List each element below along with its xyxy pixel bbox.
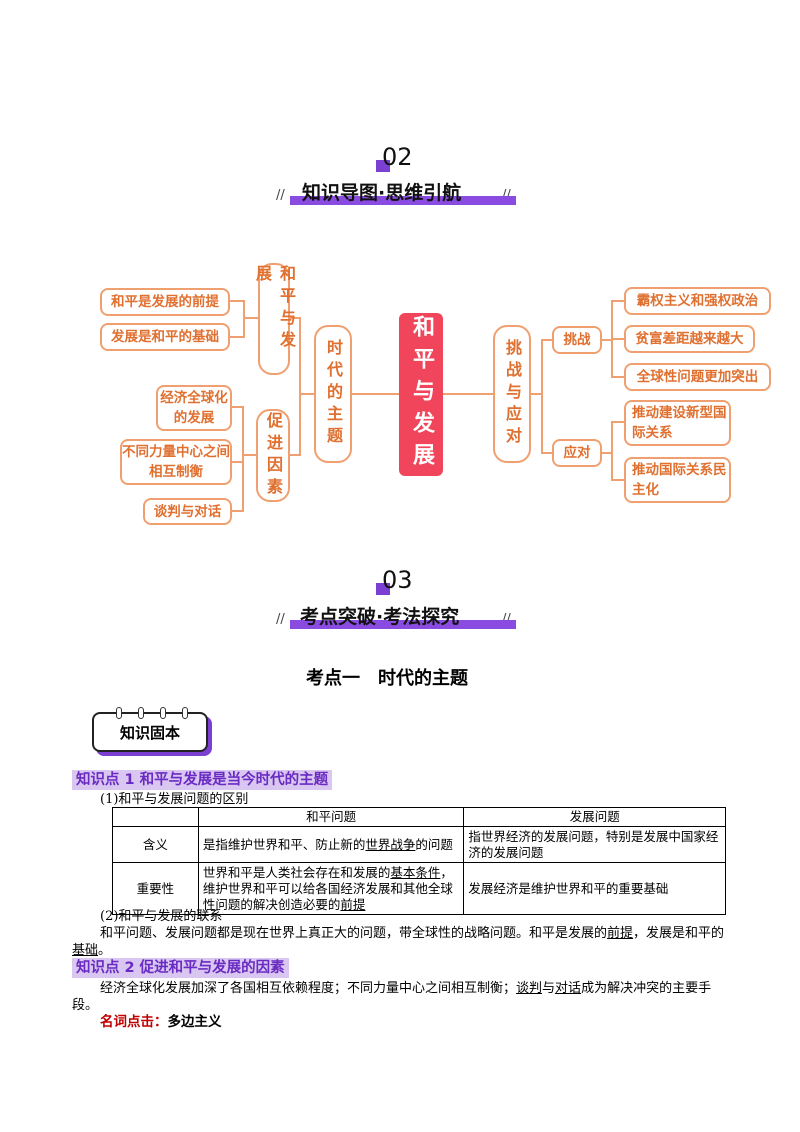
slash-decoration-right: // (502, 612, 511, 627)
topic-title: 考点一 时代的主题 (306, 668, 468, 689)
item-wealth-gap: 贫富差距越来越大 (624, 325, 755, 353)
subheading-connection: (2)和平与发展的联系 (100, 909, 223, 924)
section-title: 知识导图·思维引航 (302, 182, 462, 204)
table-header-row: 和平问题 发展问题 (112, 807, 726, 827)
title-underbar (290, 620, 516, 629)
title-underbar (290, 196, 516, 205)
table-cell: 是指维护世界和平、防止新的世界战争的问题 (197, 826, 465, 863)
mindmap-center: 和平与发展 (399, 313, 443, 476)
section-title: 考点突破·考法探究 (300, 606, 460, 628)
term-note-value: 多边主义 (167, 1014, 222, 1030)
subheading-difference: (1)和平与发展问题的区别 (100, 792, 249, 807)
knowledge-point-2-title: 知识点 2 促进和平与发展的因素 (72, 958, 289, 978)
item-globalization: 经济全球化的发展 (156, 385, 232, 431)
table-cell: 发展经济是维护世界和平的重要基础 (463, 862, 726, 915)
item-power-balance: 不同力量中心之间相互制衡 (120, 439, 232, 485)
connection-paragraph: 和平问题、发展问题都是现在世界上真正大的问题，带全球性的战略问题。和平是发展的前… (72, 926, 725, 958)
section-number: 03 (382, 566, 413, 594)
item-global-issues: 全球性问题更加突出 (624, 363, 771, 391)
knowledge-point-1-title: 知识点 1 和平与发展是当今时代的主题 (72, 770, 333, 790)
mindmap-connectors (230, 300, 624, 512)
item-democratization: 推动国际关系民主化 (624, 457, 731, 503)
section-number-marker (376, 583, 390, 595)
section-number: 02 (382, 143, 413, 171)
table-header (112, 807, 199, 827)
term-note-label: 名词点击： (100, 1014, 168, 1030)
factors-paragraph: 经济全球化发展加深了各国相互依赖程度；不同力量中心之间相互制衡；谈判与对话成为解… (72, 981, 712, 1013)
slash-decoration-left: // (276, 612, 285, 627)
binder-ring (160, 707, 166, 719)
slash-decoration-left: // (276, 188, 285, 203)
branch-challenge: 挑战 (552, 326, 602, 354)
branch-response: 应对 (552, 439, 602, 467)
binder-ring (138, 707, 144, 719)
item-peace-premise: 和平是发展的前提 (100, 288, 230, 316)
slash-decoration-right: // (502, 188, 511, 203)
branch-era-theme: 时代的主题 (314, 325, 352, 463)
table-header: 和平问题 (197, 807, 465, 827)
term-note: 名词点击：多边主义 (100, 1014, 222, 1031)
knowledge-badge: 知识固本 (92, 707, 208, 752)
item-new-relations: 推动建设新型国际关系 (624, 400, 731, 446)
table-row: 含义 是指维护世界和平、防止新的世界战争的问题 指世界经济的发展问题，特别是发展… (112, 826, 726, 863)
item-hegemonism: 霸权主义和强权政治 (624, 287, 771, 315)
table-cell: 世界和平是人类社会存在和发展的基本条件，维护世界和平可以给各国经济发展和其他全球… (197, 862, 465, 915)
item-negotiation: 谈判与对话 (143, 498, 232, 525)
row-label: 含义 (112, 826, 199, 863)
row-label: 重要性 (112, 862, 199, 915)
binder-ring (116, 707, 122, 719)
comparison-table: 和平问题 发展问题 含义 是指维护世界和平、防止新的世界战争的问题 指世界经济的… (112, 807, 726, 915)
table-cell: 指世界经济的发展问题，特别是发展中国家经济的发展问题 (463, 826, 726, 863)
binder-ring (182, 707, 188, 719)
item-development-basis: 发展是和平的基础 (100, 323, 230, 351)
branch-peace-development: 和平与发展 (253, 263, 296, 375)
table-row: 重要性 世界和平是人类社会存在和发展的基本条件，维护世界和平可以给各国经济发展和… (112, 862, 726, 915)
table-header: 发展问题 (463, 807, 726, 827)
branch-challenge-response: 挑战与应对 (493, 325, 531, 463)
branch-promoting-factors: 促进因素 (256, 409, 290, 502)
section-number-marker (376, 160, 390, 172)
badge-label: 知识固本 (119, 723, 180, 742)
